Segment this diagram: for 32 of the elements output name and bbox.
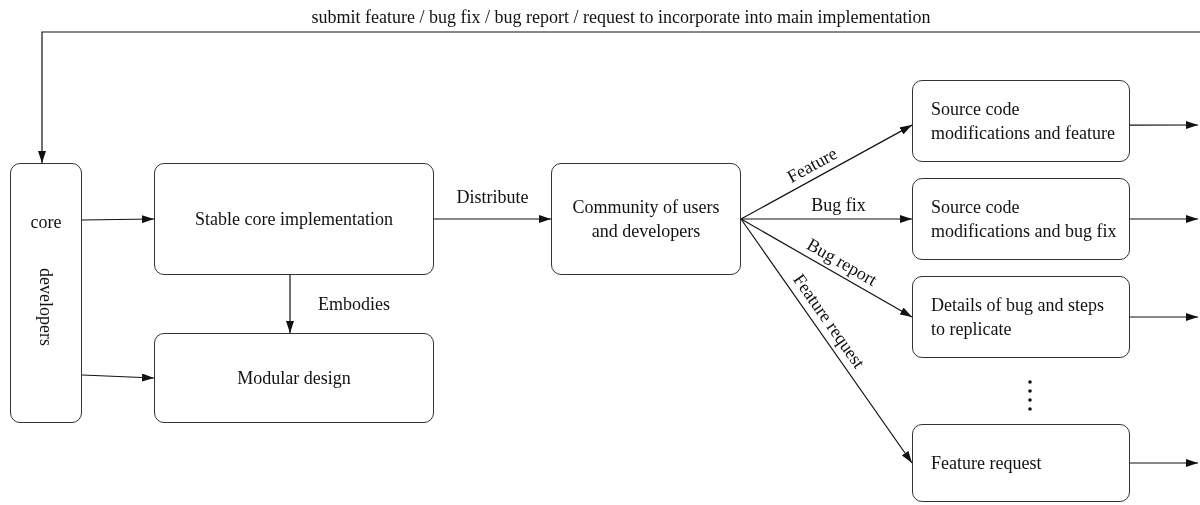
arrow: [1129, 121, 1199, 129]
arrow: [81, 215, 155, 224]
node-text: core: [30, 211, 62, 234]
edge-label: submit feature / bug fix / bug report / request to incorporate into main implementation: [309, 6, 933, 28]
process-box: [154, 163, 434, 275]
node-text: Stable core implementation: [195, 208, 393, 231]
arrow: [433, 215, 552, 223]
process-box: [912, 178, 1130, 260]
arrow: [740, 218, 913, 318]
node-text: Source code modifications and bug fix: [931, 196, 1117, 243]
arrow: [740, 218, 913, 464]
arrow: [740, 124, 913, 220]
process-box: [912, 424, 1130, 502]
arrow: [1129, 459, 1199, 467]
node-text: Source code modifications and feature: [931, 98, 1116, 145]
process-box: [912, 276, 1130, 358]
node-text: developers: [35, 268, 57, 346]
arrow: [81, 373, 155, 382]
process-box: [912, 80, 1130, 162]
process-box: [154, 333, 434, 423]
process-box: [10, 163, 82, 423]
edge-label: Bug fix: [809, 194, 868, 216]
node-text: Feature request: [931, 452, 1042, 475]
arrow: [286, 274, 294, 334]
arrow: [1129, 313, 1199, 321]
arrow: [1129, 215, 1199, 223]
node-text: Community of users and developers: [571, 196, 721, 243]
arrow: [38, 31, 1200, 164]
node-text: Details of bug and steps to replicate: [931, 294, 1105, 341]
process-box: [551, 163, 741, 275]
arrow: [740, 215, 913, 223]
node-text: Modular design: [237, 367, 351, 390]
